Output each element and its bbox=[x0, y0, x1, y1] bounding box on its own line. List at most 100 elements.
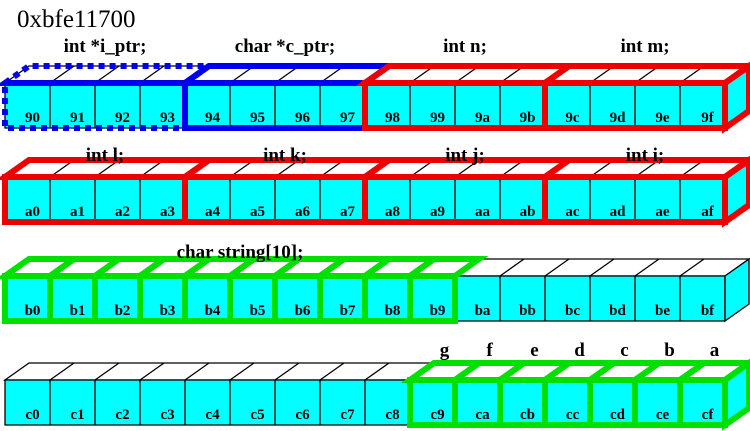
cell-divider-top bbox=[364, 362, 390, 381]
group-outline-end bbox=[722, 155, 750, 228]
cell-label-b5: b5 bbox=[250, 303, 266, 319]
cell-divider-top bbox=[319, 362, 345, 381]
string-char-label: g bbox=[440, 340, 450, 361]
cell-label-b8: b8 bbox=[385, 303, 401, 319]
cell-divider-top bbox=[499, 258, 525, 277]
string-char-label: a bbox=[710, 340, 720, 361]
cell-label-cb: cb bbox=[520, 407, 535, 423]
cell-label-b1: b1 bbox=[70, 303, 86, 319]
cell-label-98: 98 bbox=[385, 110, 400, 126]
cell-divider-top bbox=[589, 258, 615, 277]
cell-divider-top bbox=[634, 258, 660, 277]
cell-label-a8: a8 bbox=[385, 204, 400, 220]
base-address-label: 0xbfe11700 bbox=[17, 6, 136, 33]
cell-label-94: 94 bbox=[205, 110, 221, 126]
cell-divider-top bbox=[184, 362, 210, 381]
group-label: char *c_ptr; bbox=[235, 36, 335, 57]
cell-divider-top bbox=[139, 362, 165, 381]
cell-label-c1: c1 bbox=[70, 407, 84, 423]
string-char-label: b bbox=[664, 340, 675, 361]
cell-label-93: 93 bbox=[160, 110, 175, 126]
cell-label-b3: b3 bbox=[160, 303, 176, 319]
cell-divider-top bbox=[274, 362, 300, 381]
cell-label-9b: 9b bbox=[520, 110, 536, 126]
cell-label-cc: cc bbox=[566, 407, 580, 423]
cell-label-a9: a9 bbox=[430, 204, 445, 220]
cell-label-c5: c5 bbox=[250, 407, 264, 423]
cell-label-a3: a3 bbox=[160, 204, 175, 220]
cell-label-b2: b2 bbox=[115, 303, 131, 319]
cell-label-9a: 9a bbox=[475, 110, 491, 126]
cell-label-a7: a7 bbox=[340, 204, 356, 220]
cell-label-aa: aa bbox=[475, 204, 491, 220]
group-label: int *i_ptr; bbox=[64, 36, 147, 57]
cell-label-c0: c0 bbox=[25, 407, 39, 423]
cell-label-c4: c4 bbox=[205, 407, 220, 423]
string-char-label: d bbox=[574, 340, 585, 361]
cell-label-be: be bbox=[655, 303, 670, 319]
group-label: char string[10]; bbox=[177, 242, 304, 263]
cell-label-90: 90 bbox=[25, 110, 40, 126]
cell-label-b9: b9 bbox=[430, 303, 446, 319]
cell-divider-top bbox=[49, 362, 75, 381]
group-label: int m; bbox=[620, 36, 669, 57]
cell-label-ca: ca bbox=[475, 407, 490, 423]
cell-label-bb: bb bbox=[519, 303, 536, 319]
cell-label-a6: a6 bbox=[295, 204, 311, 220]
cell-label-9e: 9e bbox=[655, 110, 670, 126]
cell-label-9d: 9d bbox=[610, 110, 627, 126]
cell-label-af: af bbox=[701, 204, 715, 220]
cell-label-96: 96 bbox=[295, 110, 311, 126]
cell-label-cf: cf bbox=[702, 407, 715, 423]
cell-label-c3: c3 bbox=[160, 407, 174, 423]
cell-label-99: 99 bbox=[430, 110, 445, 126]
cell-divider-top bbox=[94, 362, 120, 381]
group-label: int i; bbox=[626, 145, 665, 166]
cell-label-bc: bc bbox=[565, 303, 580, 319]
cell-label-a1: a1 bbox=[70, 204, 85, 220]
cell-label-c7: c7 bbox=[340, 407, 355, 423]
cell-label-c8: c8 bbox=[385, 407, 399, 423]
cell-label-a4: a4 bbox=[205, 204, 221, 220]
group-outline-top bbox=[400, 256, 489, 279]
cell-divider-top bbox=[544, 258, 570, 277]
cell-label-ba: ba bbox=[475, 303, 491, 319]
cell-label-97: 97 bbox=[340, 110, 356, 126]
cell-label-bf: bf bbox=[701, 303, 715, 319]
cell-label-ab: ab bbox=[520, 204, 536, 220]
cell-label-a2: a2 bbox=[115, 204, 130, 220]
cell-divider-top bbox=[229, 362, 255, 381]
cell-label-b0: b0 bbox=[25, 303, 41, 319]
string-char-label: e bbox=[530, 340, 538, 361]
cell-label-91: 91 bbox=[70, 110, 85, 126]
row-b0-end-face bbox=[724, 257, 750, 323]
cell-label-c9: c9 bbox=[430, 407, 444, 423]
cell-label-ac: ac bbox=[565, 204, 580, 220]
cell-label-cd: cd bbox=[610, 407, 626, 423]
cell-label-c2: c2 bbox=[115, 407, 129, 423]
string-char-label: f bbox=[486, 340, 493, 361]
cell-label-bd: bd bbox=[609, 303, 626, 319]
group-label: int k; bbox=[263, 145, 307, 166]
cell-label-95: 95 bbox=[250, 110, 265, 126]
group-label: int j; bbox=[445, 145, 485, 166]
string-char-label: c bbox=[620, 340, 628, 361]
cell-label-9c: 9c bbox=[565, 110, 580, 126]
cell-label-ce: ce bbox=[656, 407, 670, 423]
group-outline-end bbox=[722, 61, 750, 134]
cell-label-9f: 9f bbox=[701, 110, 715, 126]
cell-label-ad: ad bbox=[610, 204, 627, 220]
group-label: int l; bbox=[86, 145, 125, 166]
cell-label-92: 92 bbox=[115, 110, 130, 126]
group-label: int n; bbox=[443, 36, 487, 57]
group-outline-end bbox=[722, 358, 750, 431]
cell-divider-top bbox=[679, 258, 705, 277]
cell-label-c6: c6 bbox=[295, 407, 310, 423]
cell-label-b4: b4 bbox=[205, 303, 221, 319]
cell-label-ae: ae bbox=[655, 204, 670, 220]
cell-label-b7: b7 bbox=[340, 303, 356, 319]
cell-label-b6: b6 bbox=[295, 303, 311, 319]
cell-label-a5: a5 bbox=[250, 204, 265, 220]
